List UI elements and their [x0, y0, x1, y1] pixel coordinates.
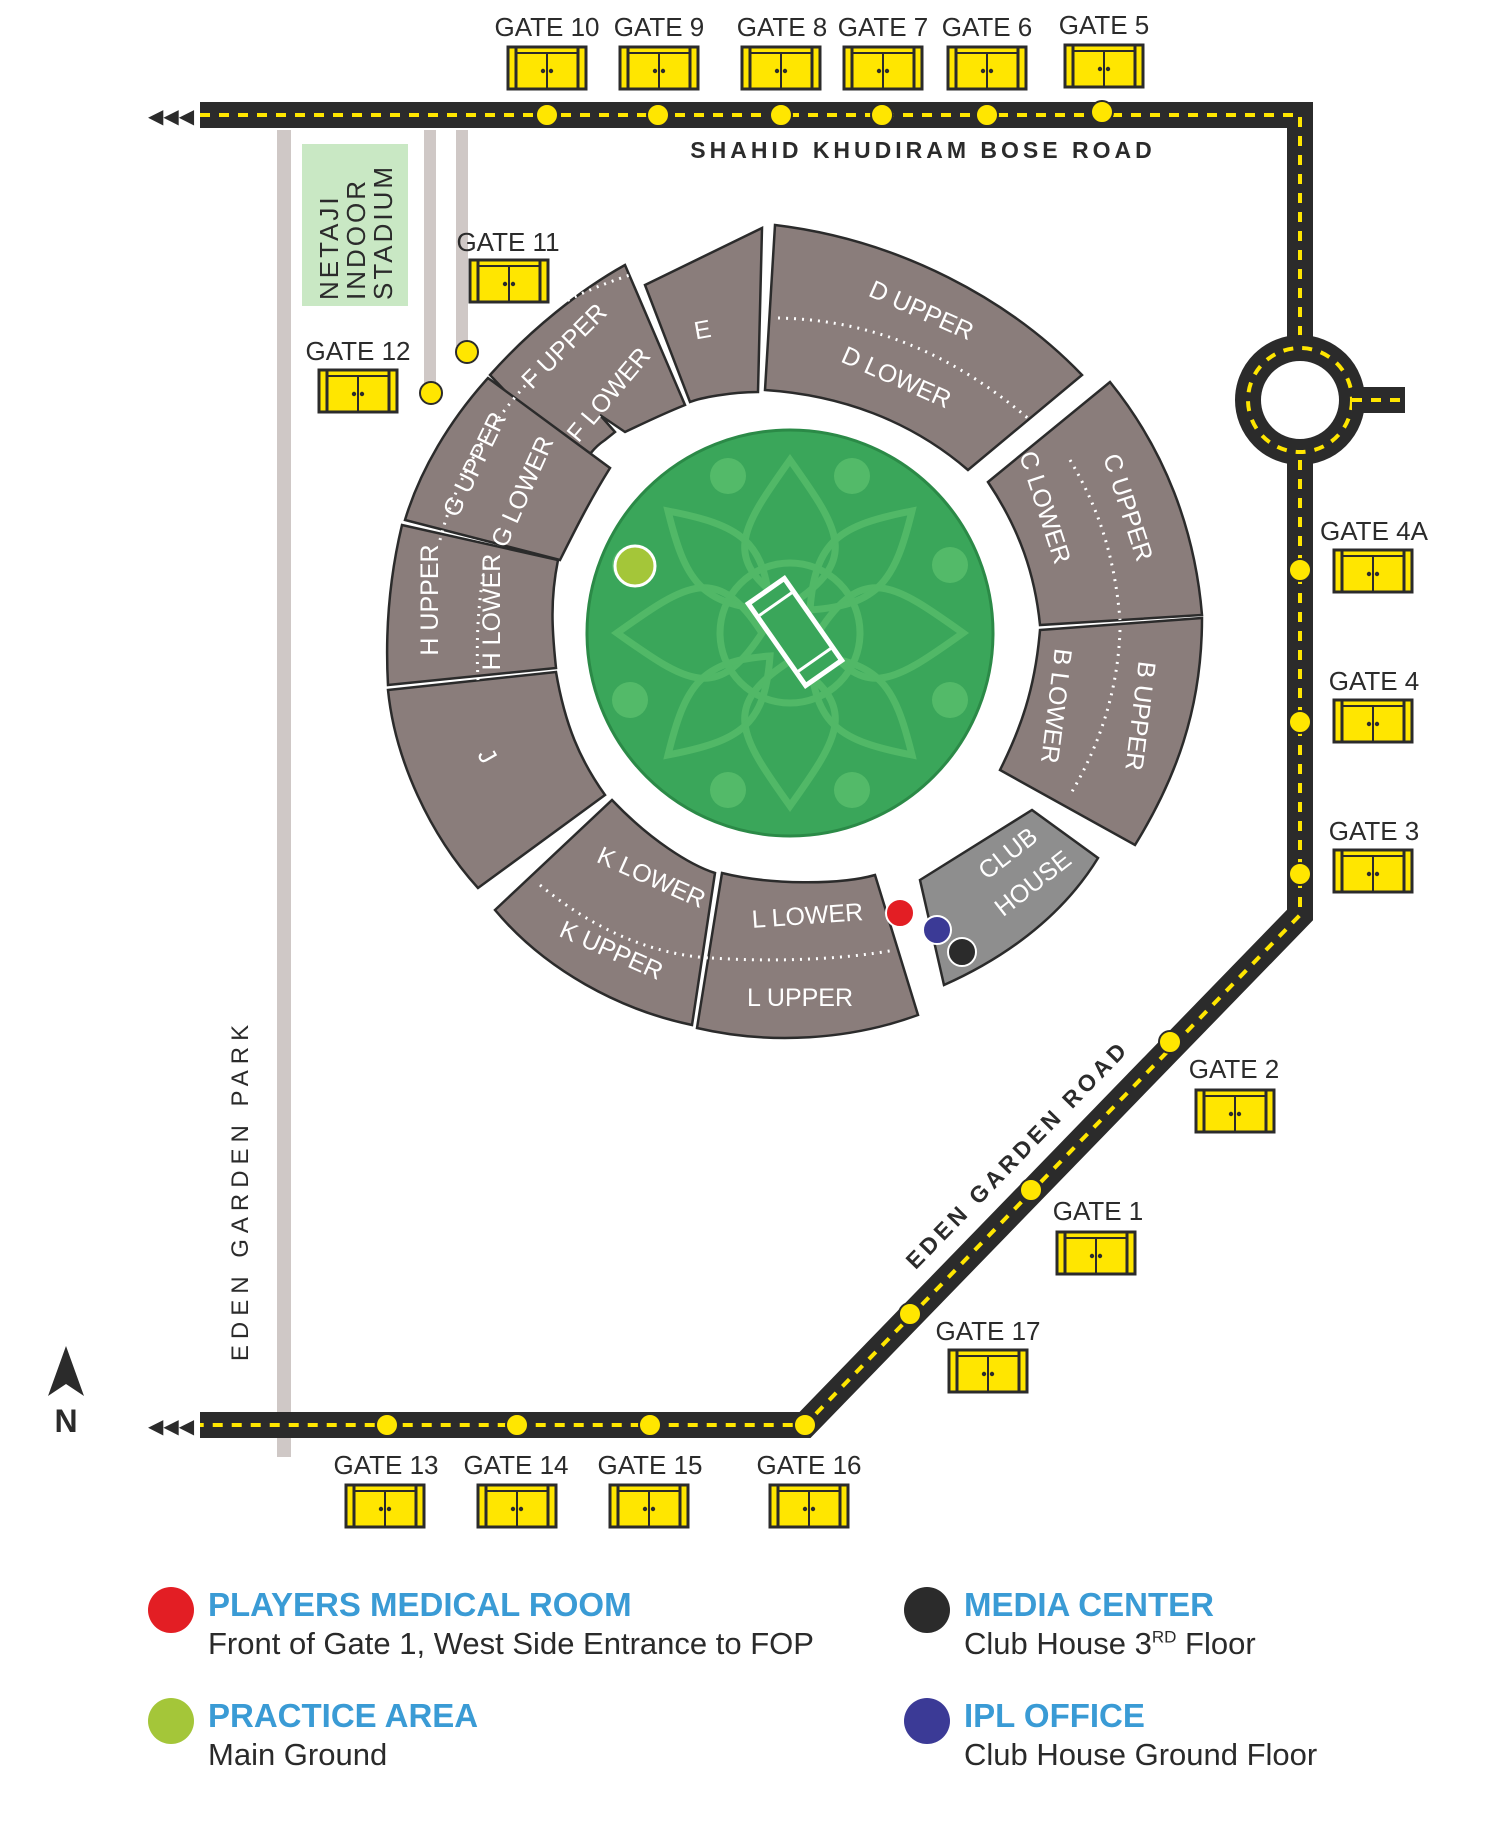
- stand-j: [386, 670, 607, 890]
- stand-c: [986, 380, 1204, 627]
- gate-4-label: GATE 4: [1329, 666, 1420, 696]
- stand-h: [385, 523, 560, 687]
- gate-7-label: GATE 7: [838, 12, 929, 42]
- stand-e: [643, 225, 764, 404]
- gate-13-label: GATE 13: [333, 1450, 438, 1480]
- gate-4-icon: [1332, 698, 1414, 744]
- gate-1-label: GATE 1: [1053, 1196, 1144, 1226]
- gate-16-label: GATE 16: [756, 1450, 861, 1480]
- netaji-indoor-stadium: NETAJI INDOOR STADIUM: [302, 144, 408, 306]
- media-center-marker: [947, 937, 977, 967]
- gate-10-label: GATE 10: [494, 12, 599, 42]
- stand-label-h-upper: H UPPER: [416, 544, 444, 655]
- svg-text:STADIUM: STADIUM: [368, 164, 398, 300]
- north-road-label: SHAHID KHUDIRAM BOSE ROAD: [690, 137, 1155, 163]
- gate-10-icon: [506, 45, 588, 91]
- gate-dots: [375, 100, 1312, 1437]
- svg-text:NETAJI: NETAJI: [314, 194, 344, 300]
- north-arrow-icon: N: [48, 1346, 84, 1439]
- gate-4a-icon: [1332, 548, 1414, 594]
- gate-2-label: GATE 2: [1189, 1054, 1280, 1084]
- stand-k: [493, 798, 717, 1027]
- stadium: D UPPER D LOWER E F UPPER F LOWER G UPPE…: [385, 223, 1204, 1040]
- gate-3-label: GATE 3: [1329, 816, 1420, 846]
- park-label: EDEN GARDEN PARK: [227, 1019, 254, 1361]
- gate-9-label: GATE 9: [614, 12, 705, 42]
- gate-11-label: GATE 11: [456, 227, 559, 257]
- gate-5-label: GATE 5: [1059, 10, 1150, 40]
- stand-l: [695, 871, 920, 1040]
- svg-text:N: N: [54, 1403, 77, 1439]
- gate-6-icon: [946, 45, 1028, 91]
- park-paths: [277, 130, 468, 1457]
- gate-7-icon: [842, 45, 924, 91]
- gate-16-icon: [768, 1483, 850, 1529]
- gate-11-icon: [468, 258, 550, 304]
- gate-14-label: GATE 14: [463, 1450, 568, 1480]
- gate-13-icon: [344, 1483, 426, 1529]
- gate-4a-label: GATE 4A: [1320, 516, 1429, 546]
- gate-17-icon: [947, 1348, 1029, 1394]
- gate-12-label: GATE 12: [305, 336, 410, 366]
- stand-label-h-lower: H LOWER: [478, 554, 506, 671]
- west-arrow-south-road: ◀◀◀: [148, 1416, 195, 1438]
- west-arrow-north-road: ◀◀◀: [148, 106, 195, 128]
- stand-label-e: E: [692, 315, 713, 345]
- pitch: [744, 574, 846, 690]
- road-network: [200, 102, 1405, 1438]
- gate-15-icon: [608, 1483, 690, 1529]
- gate-1-icon: [1055, 1230, 1137, 1276]
- gate-14-icon: [476, 1483, 558, 1529]
- gate-2-icon: [1194, 1088, 1276, 1134]
- stand-b: [998, 616, 1204, 847]
- gate-8-icon: [740, 45, 822, 91]
- gate-15-label: GATE 15: [597, 1450, 702, 1480]
- gate-12-icon: [317, 368, 399, 414]
- svg-text:INDOOR: INDOOR: [341, 178, 371, 300]
- practice-area-marker: [613, 544, 657, 588]
- stand-g: [403, 376, 612, 562]
- gate-9-icon: [618, 45, 700, 91]
- gate-5-icon: [1063, 43, 1145, 89]
- gate-3-icon: [1332, 848, 1414, 894]
- gate-8-label: GATE 8: [737, 12, 828, 42]
- medical-room-marker: [885, 898, 915, 928]
- gate-6-label: GATE 6: [942, 12, 1033, 42]
- ipl-office-marker: [922, 915, 952, 945]
- gate-17-label: GATE 17: [935, 1316, 1040, 1346]
- stand-d: [763, 223, 1084, 472]
- stand-label-l-upper: L UPPER: [747, 984, 853, 1012]
